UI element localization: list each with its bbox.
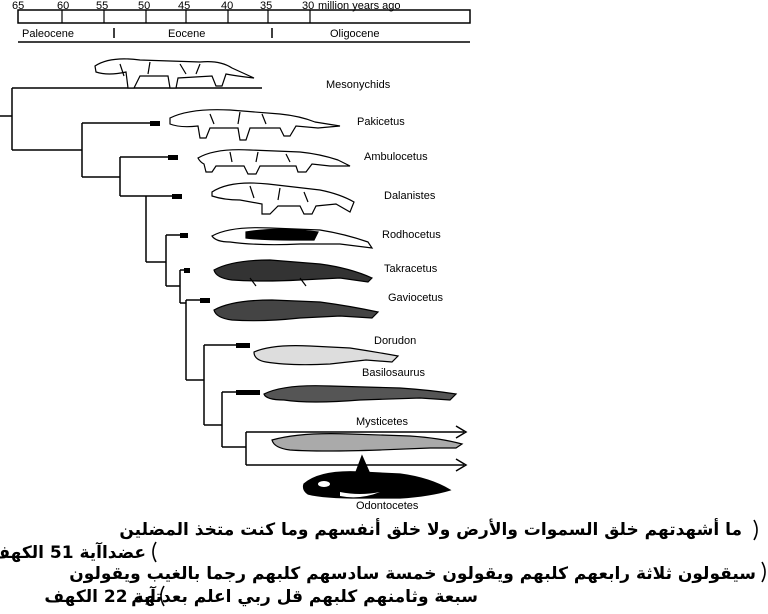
- taxon-label: Mysticetes: [356, 416, 408, 428]
- verse-reference-51: آية 51 الكهف: [0, 543, 102, 563]
- taxon-label: Gaviocetus: [388, 292, 444, 304]
- epoch-paleocene: Paleocene: [22, 28, 74, 40]
- timescale-unit-label: million years ago: [318, 0, 401, 12]
- taxon-label: Takracetus: [384, 263, 438, 275]
- tick-label-40: 40: [221, 0, 233, 12]
- mysticete-illustration: [271, 433, 464, 452]
- timescale: 65 60 55 50 45 40 35 30 million years ag…: [12, 0, 471, 43]
- taxon-label: Odontocetes: [356, 500, 419, 512]
- tick-label-60: 60: [57, 0, 69, 12]
- orca-illustration: [302, 454, 452, 499]
- verse-line-4: سبعة وثامنهم كلبهم قل ربي اعلم بعدتهم: [131, 587, 478, 607]
- tick-label-35: 35: [260, 0, 272, 12]
- verse-line-2: عضدا: [101, 543, 146, 563]
- taxon-label: Dorudon: [374, 335, 416, 347]
- verse-brackets: [152, 519, 766, 607]
- mesonychid-illustration: [94, 58, 255, 89]
- verse-line-3: سيقولون ثلاثة رابعهم كلبهم ويقولون خمسة …: [69, 564, 756, 584]
- tick-label-50: 50: [138, 0, 150, 12]
- epoch-eocene: Eocene: [168, 28, 205, 40]
- verse-reference-22: آية 22 الكهف: [44, 587, 156, 607]
- taxon-label: Basilosaurus: [362, 367, 425, 379]
- tick-label-45: 45: [178, 0, 190, 12]
- taxon-label: Rodhocetus: [382, 229, 441, 241]
- tick-label-65: 65: [12, 0, 24, 12]
- dalanistes-illustration: [211, 182, 355, 215]
- pakicetus-illustration: [169, 109, 341, 141]
- lineage-duration-bars: [150, 121, 260, 395]
- gaviocetus-illustration: [213, 299, 380, 322]
- ambulocetus-illustration: [197, 149, 351, 175]
- tick-label-30: 30: [302, 0, 314, 12]
- taxon-label: Mesonychids: [326, 79, 391, 91]
- taxon-label: Dalanistes: [384, 190, 436, 202]
- taxon-labels: Mesonychids Pakicetus Ambulocetus Dalani…: [326, 79, 444, 512]
- epoch-oligocene: Oligocene: [330, 28, 380, 40]
- takracetus-illustration: [213, 259, 374, 287]
- verse-line-1: ما أشهدتهم خلق السموات والأرض ولا خلق أن…: [119, 520, 742, 540]
- taxon-label: Ambulocetus: [364, 151, 428, 163]
- tick-label-55: 55: [96, 0, 108, 12]
- taxon-label: Pakicetus: [357, 116, 405, 128]
- basilosaurus-illustration: [263, 385, 458, 403]
- dorudon-illustration: [253, 345, 400, 366]
- rodhocetus-illustration: [211, 227, 374, 249]
